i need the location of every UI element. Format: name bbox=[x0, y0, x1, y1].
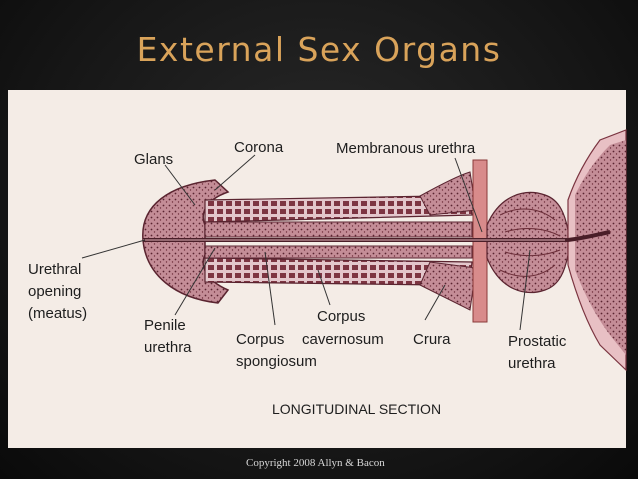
label-penile-urethra-2: urethra bbox=[144, 339, 192, 356]
prostate bbox=[486, 191, 569, 294]
slide-title: External Sex Organs bbox=[136, 30, 502, 69]
label-crura: Crura bbox=[413, 331, 451, 348]
copyright-notice: Copyright 2008 Allyn & Bacon bbox=[246, 457, 385, 469]
crura-lower bbox=[419, 261, 477, 311]
label-urethral-opening-1: Urethral bbox=[28, 261, 81, 278]
label-corona: Corona bbox=[234, 139, 284, 156]
label-prostatic-urethra-2: urethra bbox=[508, 355, 556, 372]
bladder-muscle bbox=[575, 140, 626, 355]
label-corpus-cavernosum-1: Corpus bbox=[317, 308, 365, 325]
label-corpus-cavernosum-2: cavernosum bbox=[302, 331, 384, 348]
urethra bbox=[143, 230, 611, 242]
label-corpus-spongiosum-2: spongiosum bbox=[236, 353, 317, 370]
corpus-spongiosum-upper bbox=[204, 221, 473, 238]
prostate-lobes bbox=[499, 208, 561, 277]
label-urethral-opening-2: opening bbox=[28, 283, 81, 300]
label-glans: Glans bbox=[134, 151, 173, 168]
label-prostatic-urethra-1: Prostatic bbox=[508, 333, 567, 350]
label-corpus-spongiosum-1: Corpus bbox=[236, 331, 284, 348]
label-urethral-opening-3: (meatus) bbox=[28, 305, 87, 322]
label-penile-urethra-1: Penile bbox=[144, 317, 186, 334]
corpus-spongiosum-lower bbox=[204, 245, 473, 259]
diagram-caption: LONGITUDINAL SECTION bbox=[272, 401, 441, 417]
label-membranous-urethra: Membranous urethra bbox=[336, 140, 476, 157]
